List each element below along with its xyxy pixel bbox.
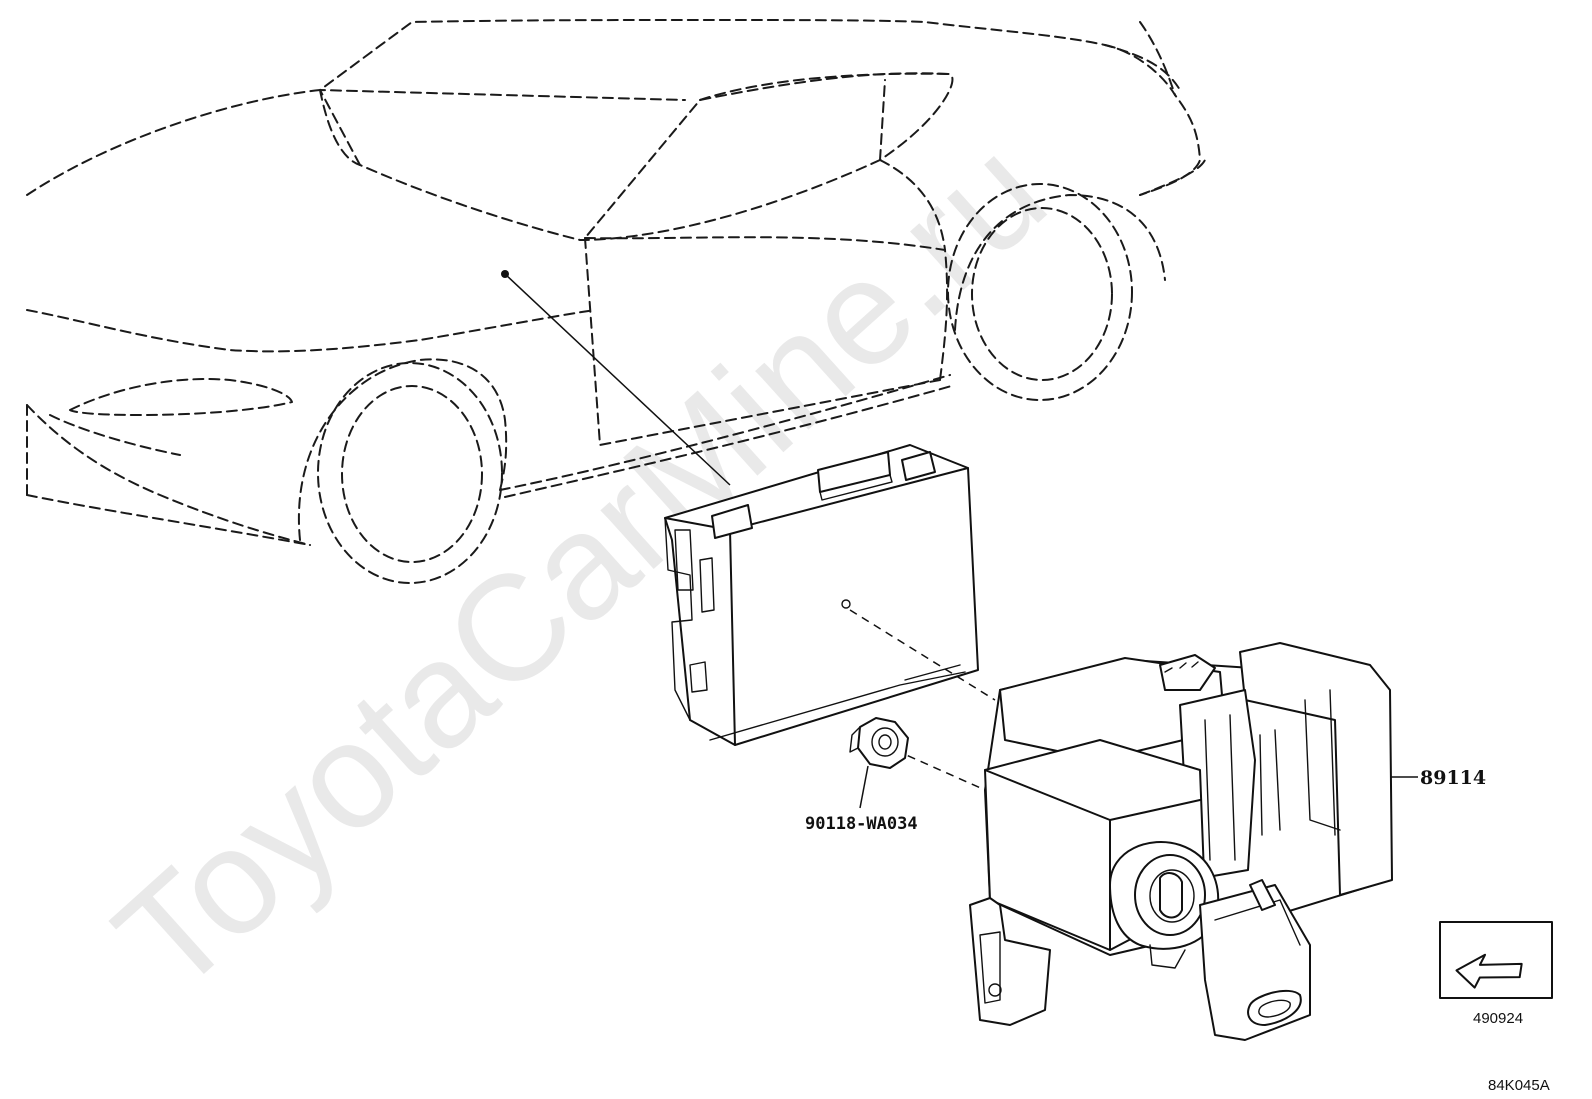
mount-line-upper (849, 609, 996, 701)
nut-leader-line (859, 765, 869, 809)
location-leader-line (504, 273, 731, 486)
control-module (664, 444, 979, 746)
vehicle-outline (26, 19, 1206, 584)
nut-fastener (849, 717, 909, 769)
direction-symbol (1439, 921, 1553, 999)
mount-line-lower (894, 749, 986, 791)
siren-assembly (969, 642, 1393, 1041)
front-direction-arrow-icon (1455, 953, 1523, 989)
direction-symbol-code: 490924 (1473, 1010, 1523, 1027)
nut-part-number: 90118-WA034 (805, 814, 918, 834)
module-part-number: 89114 (1420, 767, 1486, 789)
illustration-code: 84K045A (1488, 1077, 1550, 1094)
